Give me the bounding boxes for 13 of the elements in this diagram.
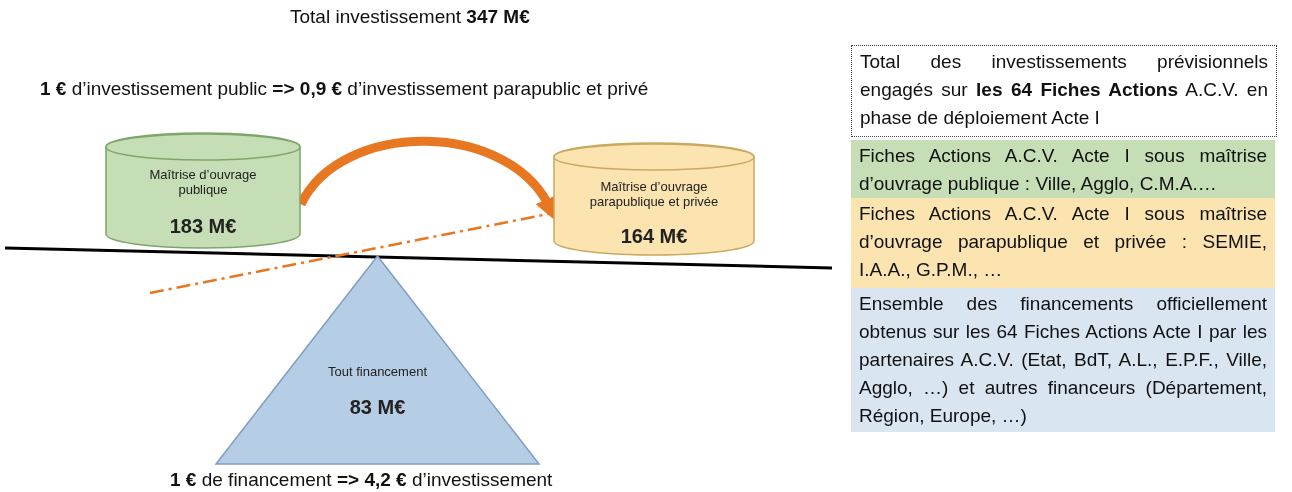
node-text: Maîtrise d’ouvrage parapublique et privée <box>588 179 720 209</box>
legend-entry: Ensemble des financements officiellement obtenus sur les 64 Fiches Actions Acte I par les partenaires A.C.V. (Etat, BdT, A.L., E.P.F., Ville, Agglo, …) et autres financeurs (Département, Région, Europe, …) <box>851 288 1275 432</box>
note-box: Total des investissements prévisionnels engagés sur les 64 Fiches Actions A.C.V. en phase de déploiement Acte I <box>851 45 1277 137</box>
amount-text: 183 M€ <box>168 215 238 238</box>
node-text: Tout financement <box>327 364 428 379</box>
heading-text: Total investissement 347 M€ <box>290 6 530 28</box>
legend-entry: Fiches Actions A.C.V. Acte I sous maîtrise d’ouvrage parapublique et privée : SEMIE, I.A.A., G.P.M., … <box>851 198 1275 288</box>
heading-text: 1 € d’investissement public => 0,9 € d’investissement parapublic et privé <box>40 78 649 100</box>
node-text: Maîtrise d’ouvrage publique <box>148 167 258 197</box>
amount-text: 83 M€ <box>348 396 407 419</box>
amount-text: 164 M€ <box>619 225 689 248</box>
heading-text: 1 € de financement => 4,2 € d’investissement <box>170 469 553 491</box>
legend-entry: Fiches Actions A.C.V. Acte I sous maîtrise d’ouvrage publique : Ville, Agglo, C.M.A.… <box>851 140 1275 200</box>
